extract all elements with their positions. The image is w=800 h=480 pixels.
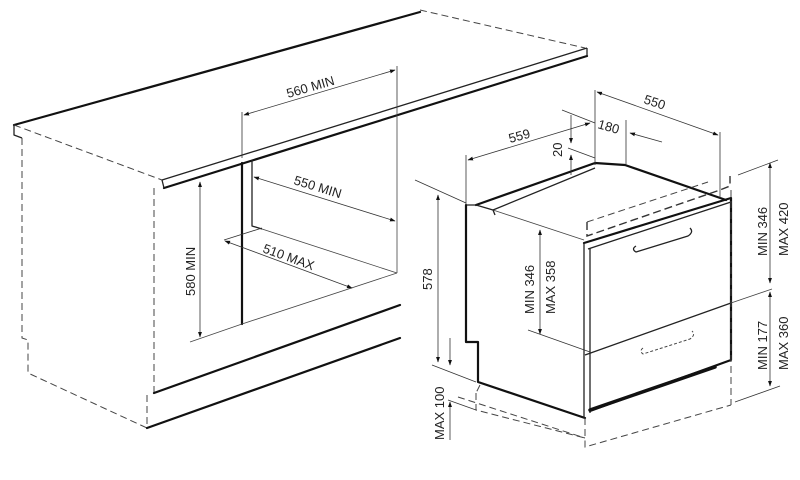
dim-line-550 — [596, 91, 719, 136]
dim-line-550-min — [253, 176, 396, 222]
appliance-top-back — [474, 161, 728, 207]
label-rear-offset: 180 — [596, 116, 621, 136]
dim-line-559 — [467, 122, 591, 161]
label-plinth: MAX 100 — [432, 387, 447, 440]
label-panel-lower-max: MAX 360 — [776, 317, 791, 370]
custom-panel-outline — [586, 176, 731, 237]
appliance-left-side — [464, 203, 587, 420]
drawer-bottom-edge — [588, 365, 717, 412]
dim-line-560 — [243, 69, 396, 116]
label-overall-depth: 550 — [642, 92, 667, 113]
plinth-bottom-line — [145, 336, 402, 430]
label-overall-width: 559 — [507, 126, 532, 146]
worktop-front-top-edge — [161, 47, 588, 181]
worktop-back-edge — [12, 10, 422, 127]
upper-handle-icon — [632, 227, 693, 253]
label-panel-upper-min: MIN 346 — [755, 207, 770, 256]
label-upper-front-max: MAX 358 — [543, 261, 558, 314]
label-upper-front-min: MIN 346 — [522, 265, 537, 314]
label-panel-upper-max: MAX 420 — [776, 203, 791, 256]
appliance-dimensions: 559 550 180 20 578 MIN 346 MAX 358 MIN 3… — [414, 90, 791, 440]
label-floor-depth: 510 MAX — [261, 241, 317, 273]
worktop-front-bottom-edge — [162, 54, 589, 190]
worktop-left-side-edge — [13, 124, 163, 181]
appliance-top-front-edge — [492, 209, 585, 241]
cabinet-left-side — [21, 138, 148, 429]
label-overall-height: 578 — [420, 268, 435, 290]
dim-line-180 — [629, 132, 663, 143]
label-top-clearance: 20 — [550, 143, 565, 157]
drawer-front-outer — [582, 196, 733, 413]
label-panel-lower-min: MIN 177 — [755, 321, 770, 370]
niche-floor-front — [241, 272, 398, 325]
label-niche-height: 580 MIN — [183, 247, 198, 296]
plinth-top-line — [152, 303, 402, 395]
appliance-drawing — [457, 161, 773, 448]
label-niche-width: 560 MIN — [285, 73, 336, 101]
plinth-outline — [475, 393, 732, 448]
cabinet-drawing — [12, 9, 589, 430]
cabinet-dimensions: 560 MIN 550 MIN 510 MAX 580 MIN — [183, 66, 398, 338]
drawer-divider — [584, 302, 732, 356]
dim-line-510 — [224, 240, 353, 289]
worktop-right-back-edge — [419, 9, 586, 49]
lower-handle-icon — [640, 330, 695, 355]
